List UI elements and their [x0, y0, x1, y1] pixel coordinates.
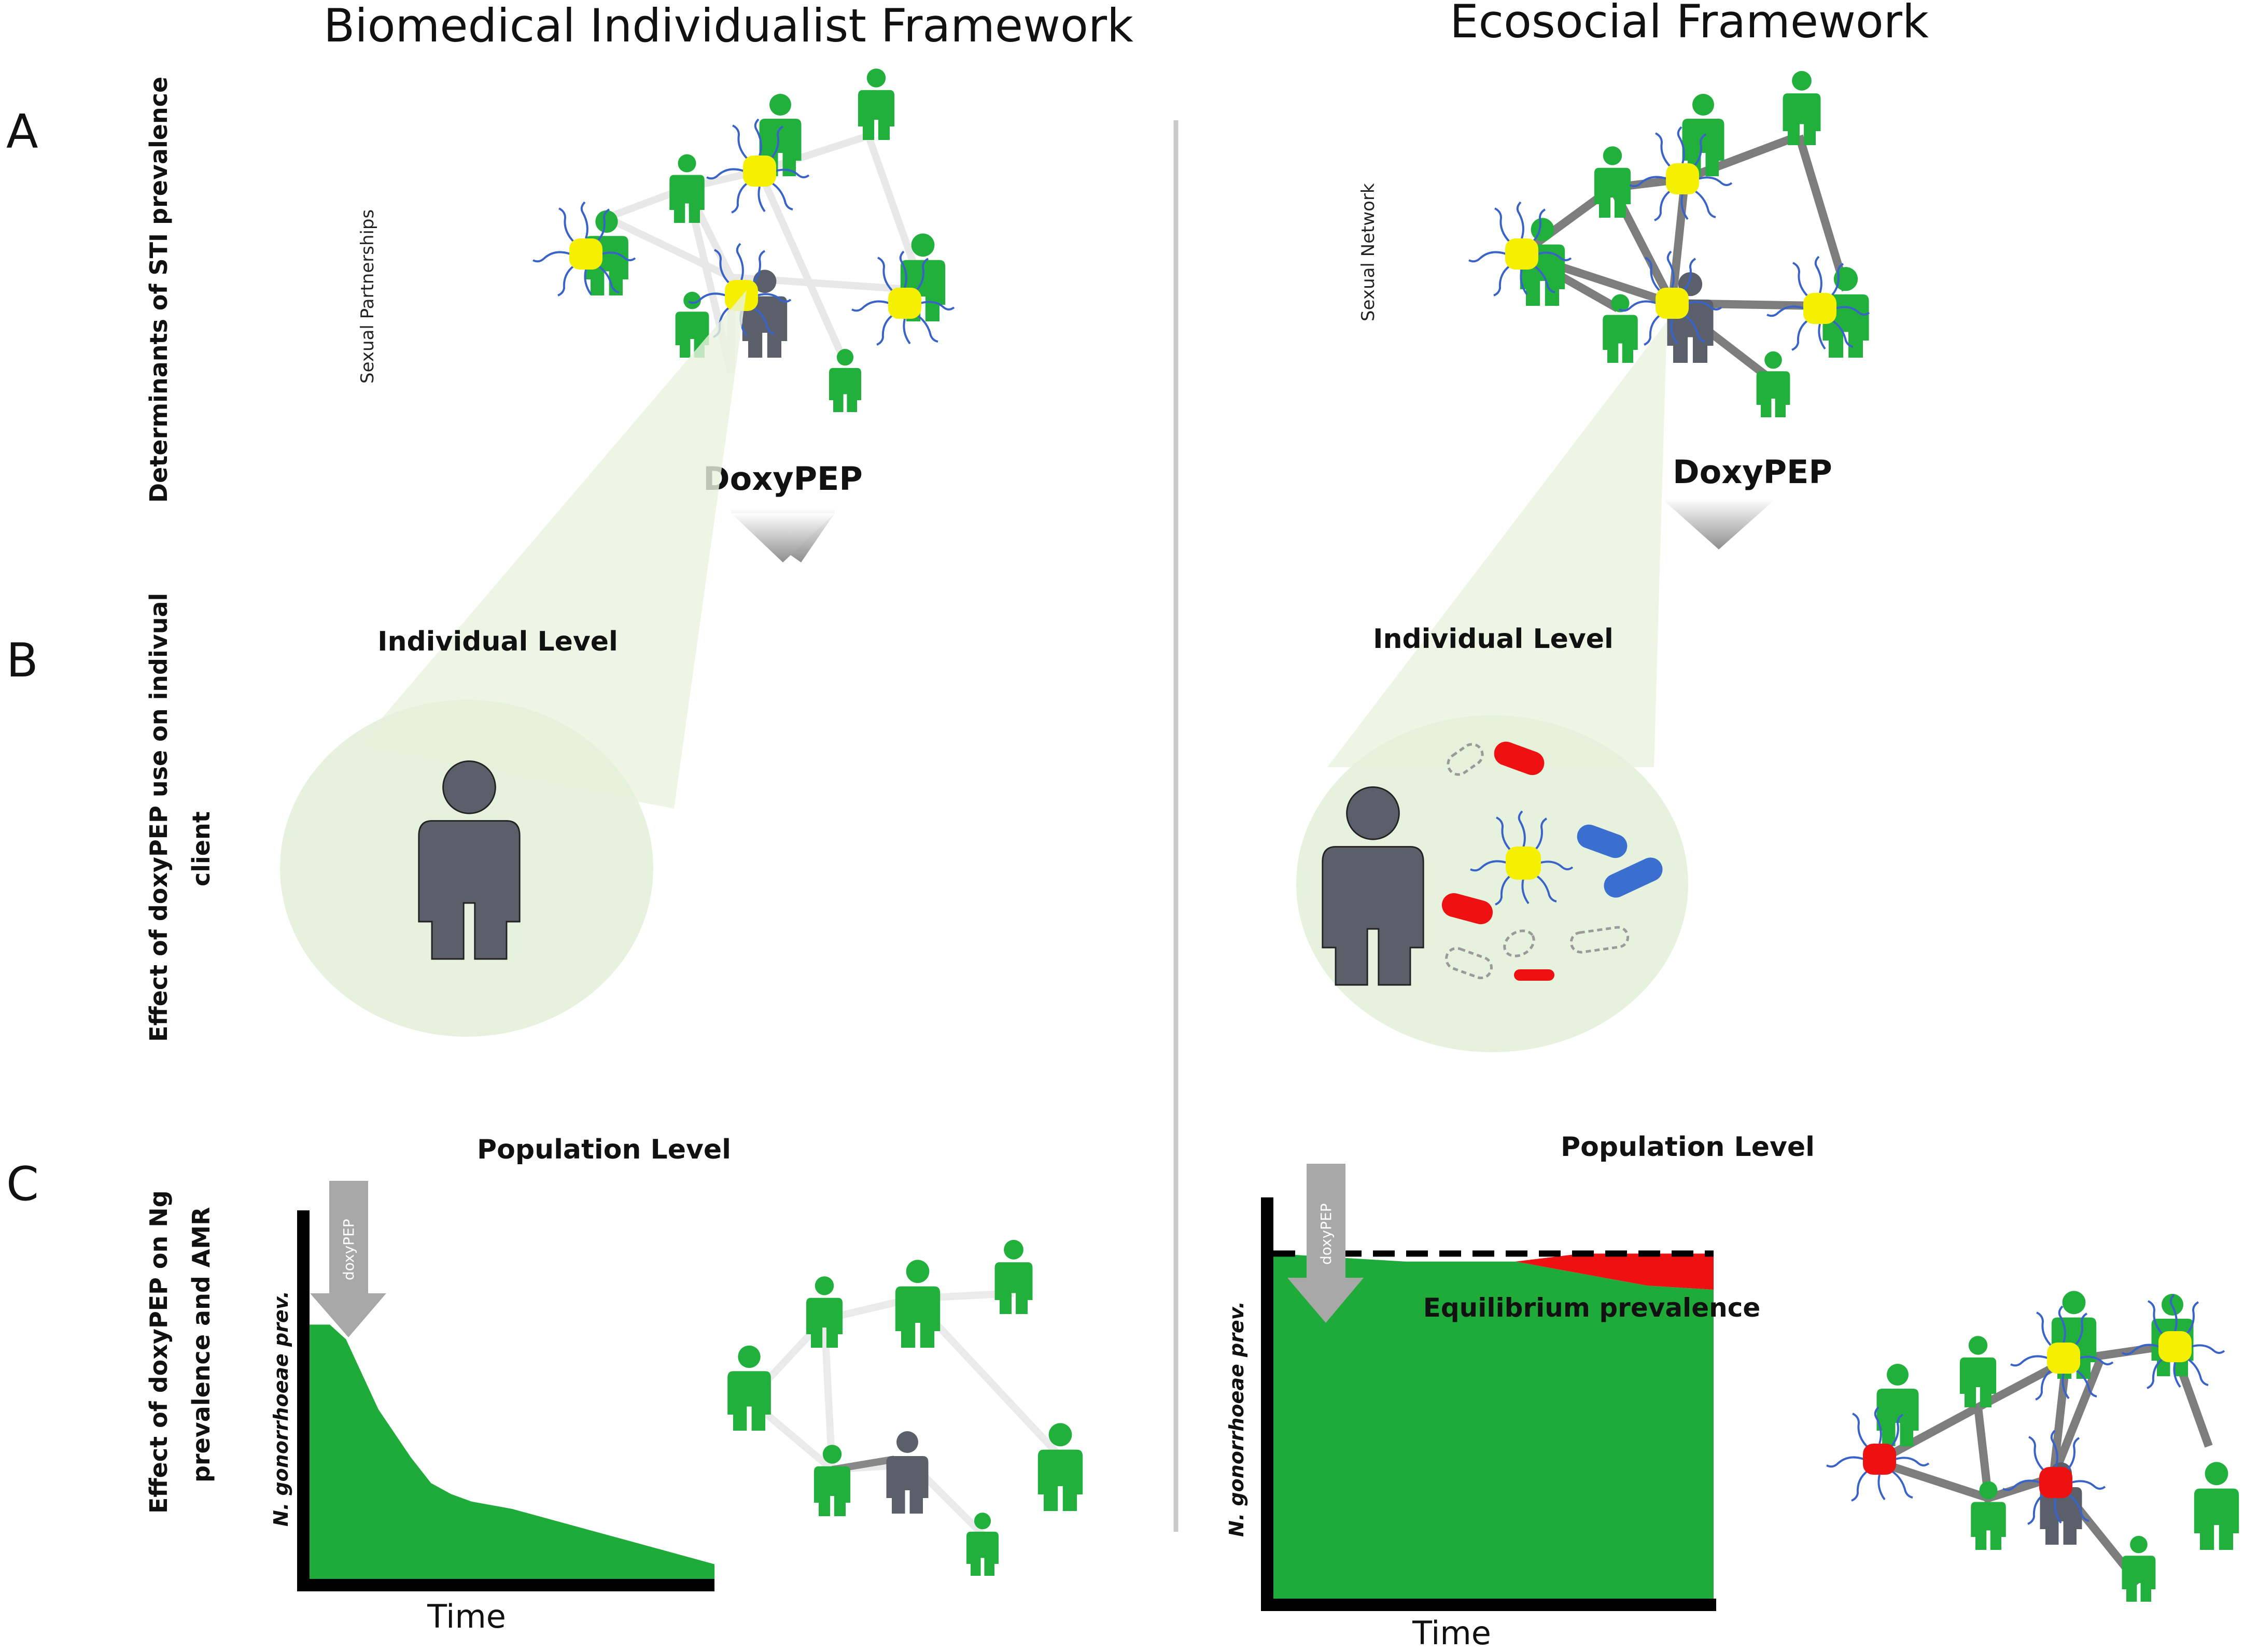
left-chart-doxypep-arrow — [310, 1181, 386, 1337]
left-population-network — [727, 1239, 1083, 1576]
susceptible-bacterium-outline — [1569, 926, 1630, 954]
right-microbiome — [1441, 741, 1663, 981]
right-individual-level-label: Individual Level — [1373, 624, 1614, 655]
row-label-b: Effect of doxyPEP use on indivual client — [145, 593, 215, 1042]
right-chart-arrow-label: doxyPEP — [1317, 1203, 1335, 1265]
resistant-bacterium — [1494, 741, 1545, 775]
right-chart-equilibrium-label: Equilibrium prevalence — [1423, 1293, 1761, 1323]
right-doxypep-label: DoxyPEP — [1673, 453, 1832, 491]
right-network-pathogens — [1468, 126, 1870, 351]
commensal-bacterium-blue — [1577, 824, 1628, 858]
right-framework-title: Ecosocial Framework — [1450, 0, 1929, 48]
left-chart-prevalence-area — [310, 1324, 714, 1579]
right-chart-ylabel: N. gonorrhoeae prev. — [1225, 1301, 1248, 1537]
left-doxypep-arrowhead — [731, 513, 835, 562]
right-chart-xlabel: Time — [1412, 1614, 1491, 1652]
right-sexual-network: Sexual Network — [1358, 70, 1870, 417]
left-chart-arrow-label: doxyPEP — [340, 1219, 357, 1280]
right-population-pathogens — [1826, 1294, 2225, 1525]
susceptible-bacterium-outline — [1503, 929, 1535, 957]
row-letter-b: B — [6, 633, 38, 688]
right-population-level-label: Population Level — [1561, 1132, 1815, 1163]
gonococcus-pathogen — [1469, 810, 1574, 906]
right-population-network — [1826, 1291, 2239, 1602]
left-zoom-cone — [358, 290, 747, 809]
left-chart-ylabel: N. gonorrhoeae prev. — [270, 1291, 292, 1527]
row-label-a: Determinants of STI prevalence — [145, 77, 173, 503]
row-label-c-line2: prevalence and AMR — [187, 1207, 215, 1482]
right-doxypep-arrow — [1662, 499, 1776, 549]
row-letter-c: C — [6, 1157, 39, 1211]
right-chart-resistant-area — [1515, 1253, 1714, 1290]
left-doxypep-label: DoxyPEP — [703, 460, 863, 498]
left-network-people — [585, 68, 946, 412]
right-chart-doxypep-arrow — [1287, 1164, 1364, 1323]
row-label-c: Effect of doxyPEP on Ng prevalence and A… — [145, 1190, 215, 1514]
right-chart-x-axis — [1261, 1599, 1716, 1611]
left-prevalence-chart: Time N. gonorrhoeae prev. doxyPEP — [270, 1181, 714, 1635]
right-network-people — [1520, 70, 1869, 417]
commensal-bacterium-blue — [1604, 857, 1663, 898]
right-chart-susceptible-area — [1273, 1253, 1714, 1599]
row-label-b-line2: client — [187, 811, 215, 886]
right-prevalence-chart: Equilibrium prevalence Time N. gonorrhoe… — [1225, 1164, 1760, 1652]
left-chart-xlabel: Time — [427, 1598, 506, 1635]
left-population-level-label: Population Level — [477, 1134, 731, 1165]
left-chart-x-axis — [297, 1579, 714, 1591]
right-network-label: Sexual Network — [1358, 183, 1379, 321]
left-sexual-partnerships-network: Sexual Partnerships — [357, 68, 955, 412]
left-network-label: Sexual Partnerships — [357, 209, 378, 384]
left-chart-y-axis — [297, 1210, 310, 1591]
row-label-b-line1: Effect of doxyPEP use on indivual — [145, 593, 173, 1042]
left-individual-level-label: Individual Level — [377, 626, 618, 657]
resistant-bacterium — [1441, 893, 1493, 924]
left-network-pathogens — [532, 118, 955, 346]
susceptible-bacterium-outline — [1447, 743, 1484, 776]
resistant-bacterium — [1514, 969, 1554, 981]
row-label-c-line1: Effect of doxyPEP on Ng — [145, 1190, 173, 1514]
right-zoom-cone — [1327, 321, 1667, 767]
right-chart-y-axis — [1261, 1197, 1273, 1611]
left-framework-title: Biomedical Individualist Framework — [324, 0, 1133, 52]
susceptible-bacterium-outline — [1445, 947, 1493, 980]
row-letter-a: A — [6, 105, 38, 159]
